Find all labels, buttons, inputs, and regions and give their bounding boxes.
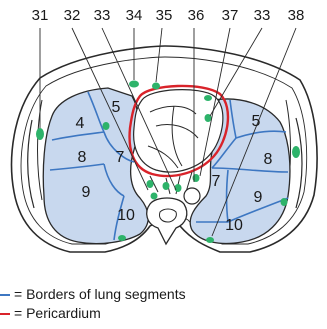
label-34: 34 [126, 7, 143, 24]
segment-right-9: 9 [254, 189, 263, 206]
label-35: 35 [156, 7, 173, 24]
label-33: 33 [94, 7, 111, 24]
segment-right-10: 10 [225, 217, 243, 234]
segment-left-8: 8 [78, 149, 87, 166]
rib-left [28, 120, 34, 208]
rib-right [296, 118, 302, 208]
legend-borders-swatch [0, 294, 10, 296]
segment-left-9: 9 [82, 184, 91, 201]
label-31: 31 [32, 7, 49, 24]
label-36: 36 [188, 7, 205, 24]
segment-right-8: 8 [264, 151, 273, 168]
label-38: 38 [288, 7, 305, 24]
legend-borders-text: = Borders of lung segments [14, 286, 186, 302]
legend-pericardium-text: = Pericardium [14, 305, 101, 321]
label-32: 32 [64, 7, 81, 24]
aorta [184, 188, 200, 204]
segment-right-7: 7 [212, 173, 221, 190]
label-33b: 33 [254, 7, 271, 24]
legend-pericardium-swatch [0, 313, 10, 315]
segment-right-5: 5 [252, 113, 261, 130]
legend-pericardium: = Pericardium [0, 305, 101, 321]
label-37: 37 [222, 7, 239, 24]
segment-left-7: 7 [116, 149, 125, 166]
segment-left-5: 5 [112, 99, 121, 116]
segment-left-4: 4 [76, 115, 85, 132]
vertebra [147, 198, 187, 244]
legend-borders: = Borders of lung segments [0, 286, 186, 302]
segment-left-10: 10 [117, 207, 135, 224]
